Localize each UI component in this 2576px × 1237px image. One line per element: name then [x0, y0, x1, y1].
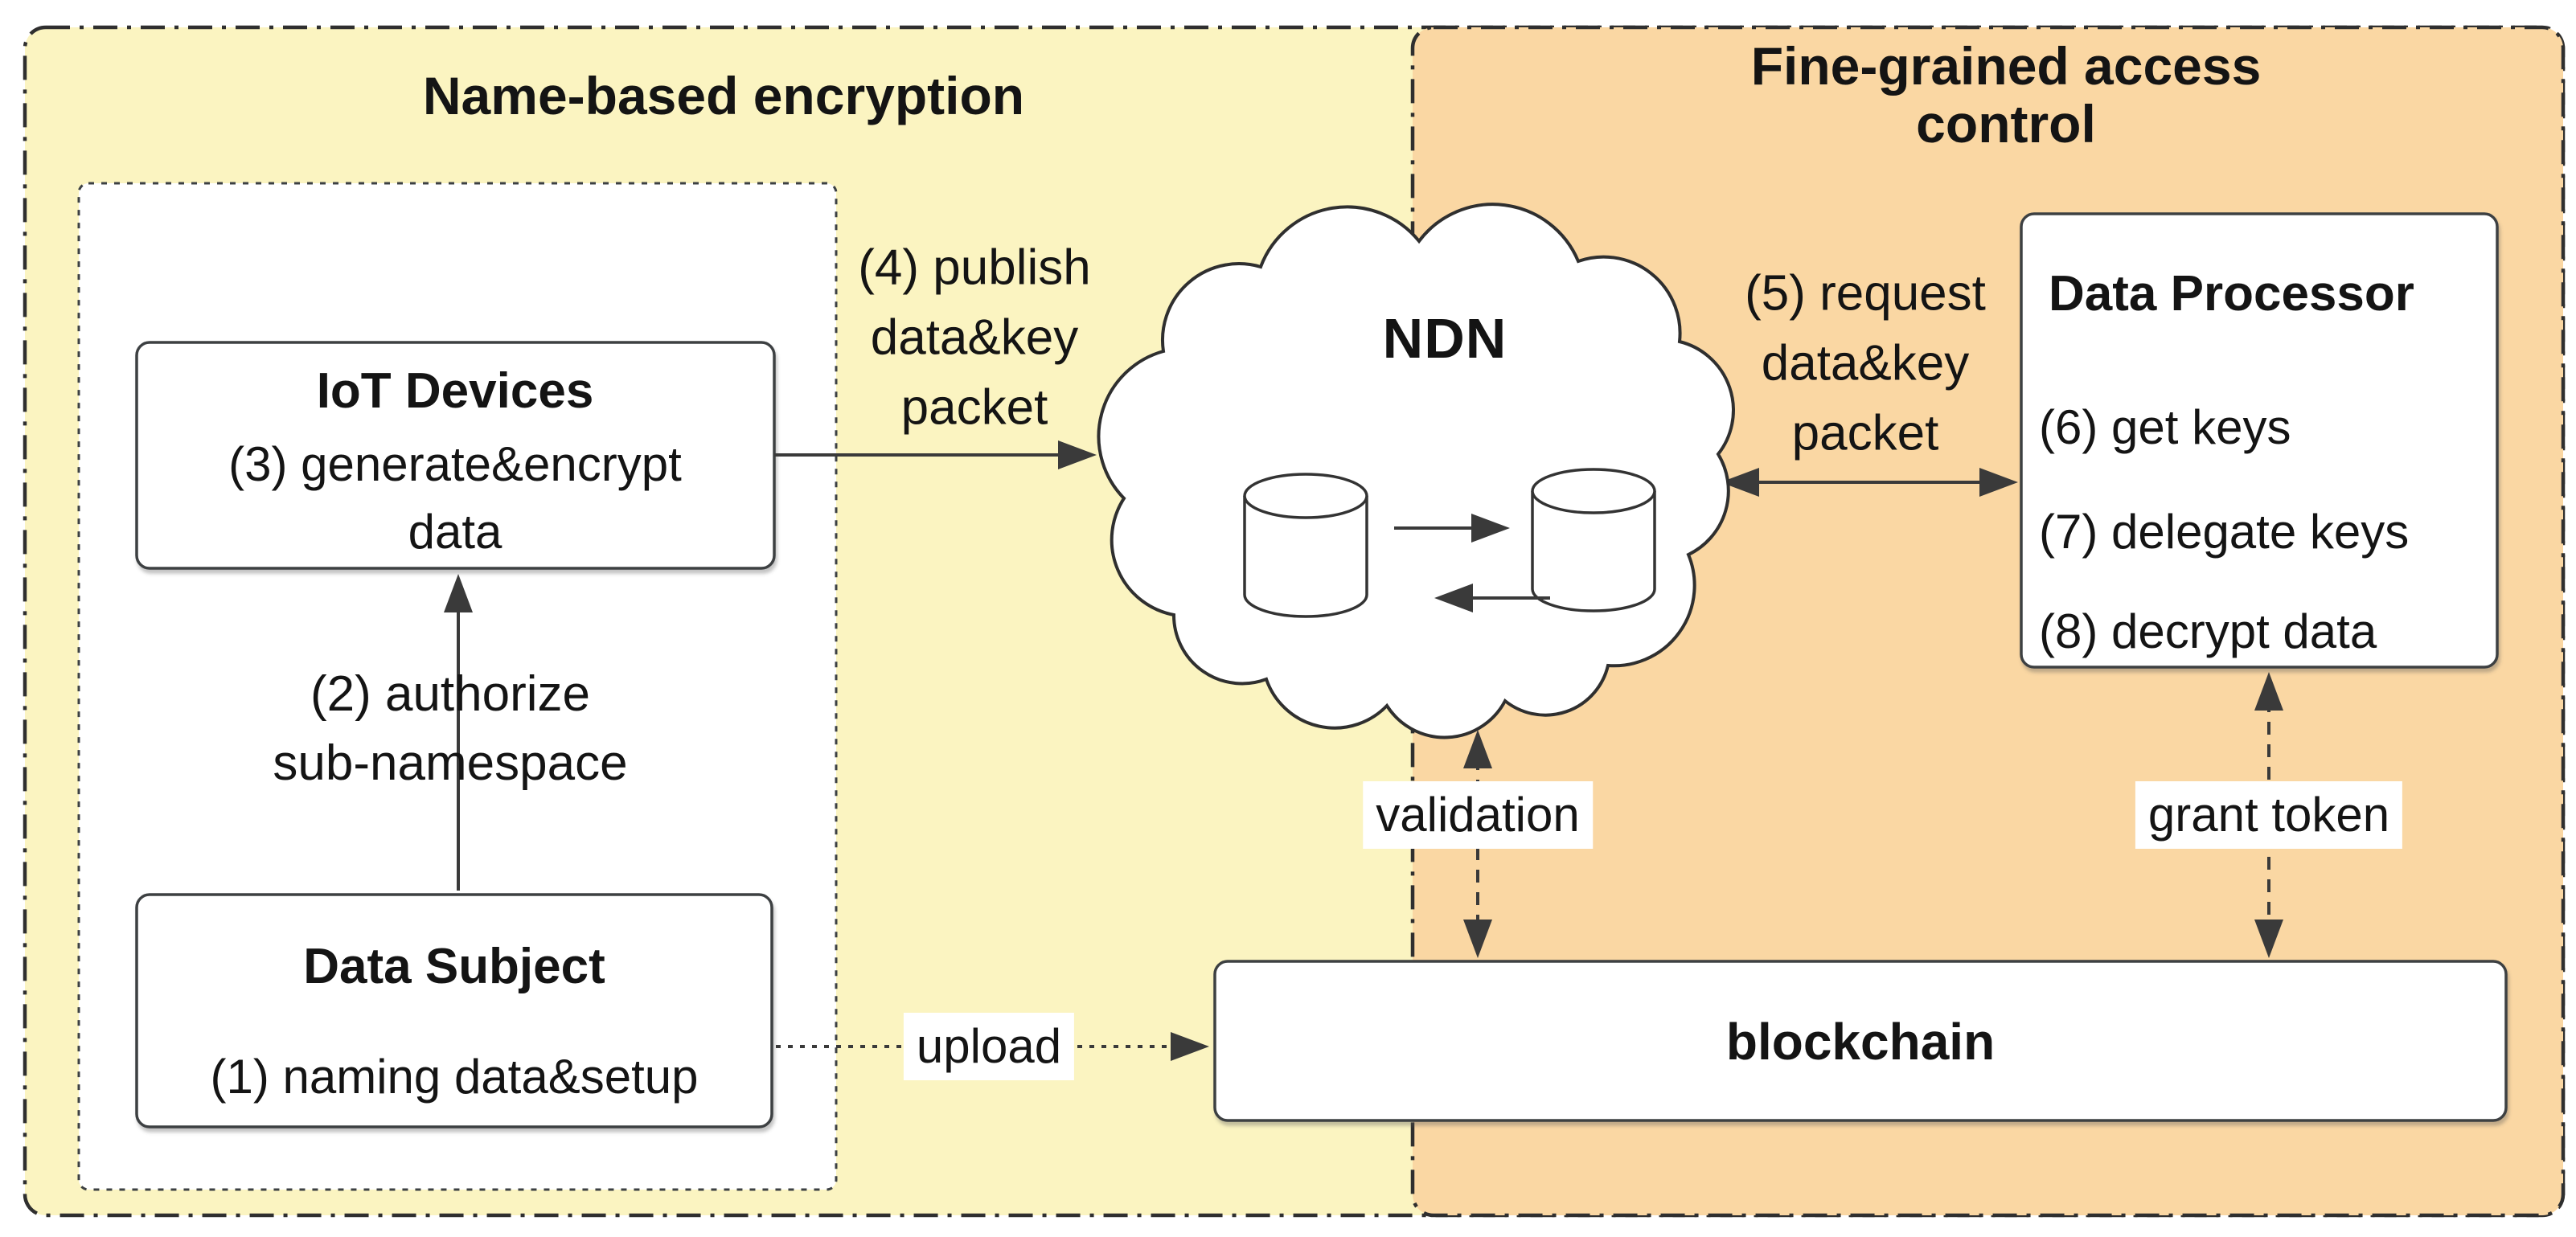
- ndn-cloud-label: NDN: [1382, 307, 1507, 370]
- edge-label-publish-data-key-packet: (4) publish data&key packet: [858, 240, 1091, 436]
- data-processor-title: Data Processor: [2049, 266, 2414, 322]
- edge-label-request-data-key-packet: (5) request data&key packet: [1745, 265, 1986, 461]
- edge-label-authorize-sub-namespace: (2) authorize sub-namespace: [273, 666, 628, 791]
- data-subject-title: Data Subject: [303, 939, 605, 994]
- data-processor-step-delegate-keys: (7) delegate keys: [2039, 505, 2410, 559]
- region-title-fine-grained-access-control: Fine-grained access control: [1750, 36, 2262, 154]
- database-icon-right: [1531, 468, 1656, 612]
- data-subject-box: [135, 893, 773, 1128]
- blockchain-box: [1213, 960, 2508, 1122]
- region-title-name-based-encryption: Name-based encryption: [422, 66, 1025, 125]
- edge-label-grant-token: grant token: [2135, 781, 2403, 849]
- ndn-cloud-shape: [1097, 203, 1735, 739]
- data-processor-step-get-keys: (6) get keys: [2039, 400, 2291, 454]
- blockchain-label: blockchain: [1725, 1013, 1996, 1071]
- edge-label-upload: upload: [903, 1013, 1075, 1080]
- data-subject-step: (1) naming data&setup: [210, 1050, 699, 1104]
- data-processor-step-decrypt-data: (8) decrypt data: [2039, 604, 2377, 658]
- iot-devices-step: (3) generate&encrypt data: [228, 437, 682, 559]
- data-processor-box: [2020, 212, 2499, 669]
- iot-devices-title: IoT Devices: [316, 363, 594, 419]
- database-icon-left: [1243, 473, 1368, 618]
- edge-label-validation: validation: [1363, 781, 1593, 849]
